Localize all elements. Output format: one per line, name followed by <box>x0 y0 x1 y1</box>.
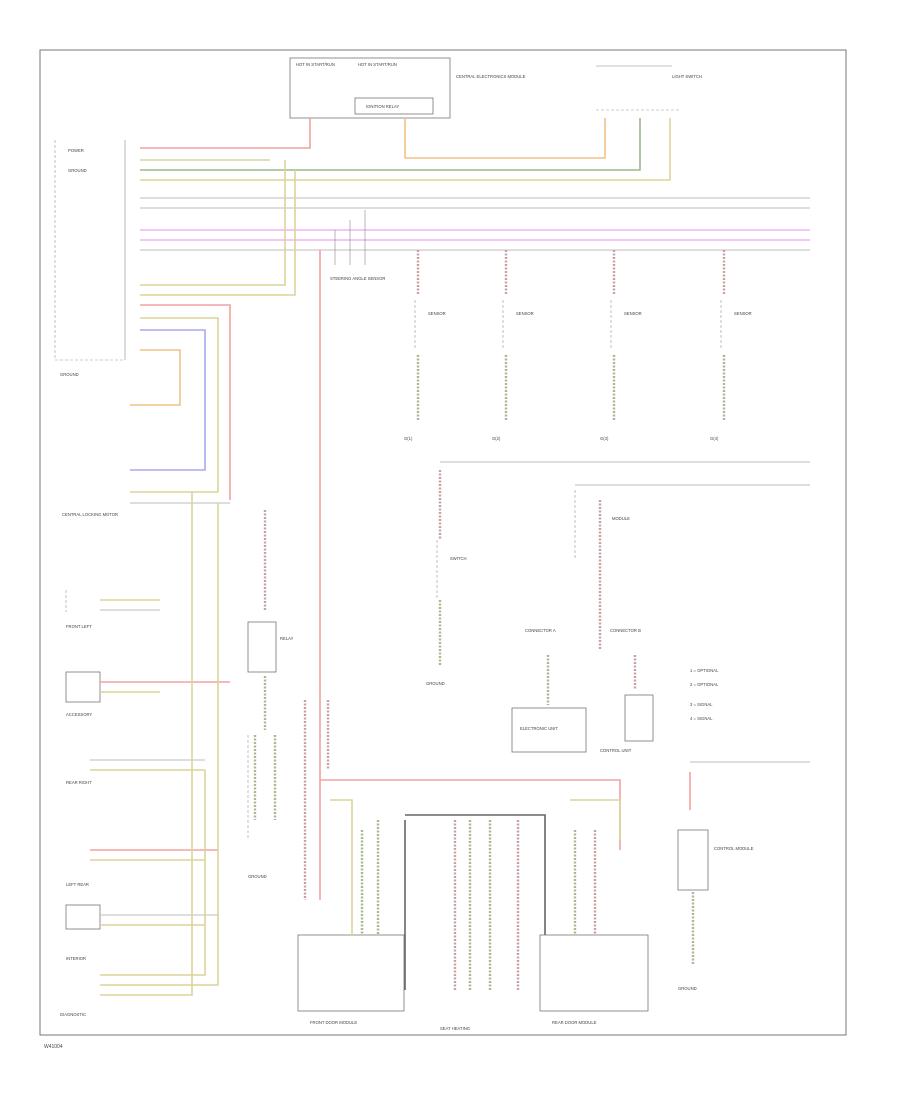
sensor-1-label: SENSOR <box>428 311 446 316</box>
right-control-module-label: CONTROL MODULE <box>714 846 754 851</box>
steering-sensor-label: STEERING ANGLE SENSOR <box>330 276 385 281</box>
right-conn-a: CONNECTOR A <box>525 628 556 633</box>
legend-item-1: 1 = OPTIONAL <box>690 668 719 673</box>
legend-item-3: 3 = SIGNAL <box>690 702 713 707</box>
electronic-unit-box <box>511 707 587 753</box>
top-fuse-label-1: HOT IN START/RUN <box>296 62 335 67</box>
sensor-3-label: SENSOR <box>624 311 642 316</box>
ground-sensor-2: G(2) <box>492 436 501 441</box>
wire-blue <box>130 329 206 471</box>
left-device-3: REAR RIGHT <box>66 780 92 785</box>
center-ground-label: GROUND <box>426 681 445 686</box>
left-devices: FRONT LEFT ACCESSORY REAR RIGHT LEFT REA… <box>60 492 230 1017</box>
mid-relay-box <box>247 621 277 673</box>
mid-ground-label: GROUND <box>248 874 267 879</box>
front-door-module-label: FRONT DOOR MODULE <box>310 1020 357 1025</box>
left-device-2: ACCESSORY <box>66 712 92 717</box>
left-device-1: FRONT LEFT <box>66 624 92 629</box>
steering-sensor: STEERING ANGLE SENSOR <box>330 210 385 281</box>
right-ground-label: GROUND <box>678 986 697 991</box>
legend-item-4: 4 = SIGNAL <box>690 716 713 721</box>
right-control-module-box <box>677 829 709 891</box>
left-device-4: LEFT REAR <box>66 882 89 887</box>
bottom-center-label: SEAT HEATING <box>440 1026 470 1031</box>
mid-relay-label: RELAY <box>280 636 294 641</box>
top-module-note: CENTRAL ELECTRONICS MODULE <box>456 74 526 79</box>
wire-top-orange <box>404 118 606 159</box>
rear-door-module-box <box>539 934 649 1012</box>
ground-sensor-1: G(1) <box>404 436 413 441</box>
legend-item-2: 2 = OPTIONAL <box>690 682 719 687</box>
ground-sensor-3: G(3) <box>600 436 609 441</box>
left-conn-label-2: GROUND <box>68 168 87 173</box>
figure-code: W41004 <box>44 1044 63 1050</box>
left-device-6: DIAGNOSTIC <box>60 1012 86 1017</box>
right-conn-b: CONNECTOR B <box>610 628 641 633</box>
control-unit-box <box>624 694 654 742</box>
center-switch-label: SWITCH <box>450 556 467 561</box>
ground-note-left: GROUND <box>60 372 79 377</box>
top-relay-label: IGNITION RELAY <box>366 104 399 109</box>
diagram-frame <box>39 49 847 1036</box>
sensor-column-3: SENSOR G(3) <box>600 250 642 441</box>
top-right-group-label: LIGHT SWITCH <box>672 74 702 79</box>
central-module-label: CENTRAL LOCKING MOTOR <box>62 512 118 517</box>
sensor-column-4: SENSOR G(4) <box>710 250 752 441</box>
left-conn-label-1: POWER <box>68 148 84 153</box>
sensor-2-label: SENSOR <box>516 311 534 316</box>
electronic-unit-label: ELECTRONIC UNIT <box>520 726 558 731</box>
top-fuse-block: HOT IN START/RUN HOT IN START/RUN IGNITI… <box>289 57 702 119</box>
right-module-label: MODULE <box>612 516 630 521</box>
ground-sensor-4: G(4) <box>710 436 719 441</box>
sensor-column-2: SENSOR G(2) <box>492 250 534 441</box>
top-fuse-label-2: HOT IN START/RUN <box>358 62 397 67</box>
sensor-4-label: SENSOR <box>734 311 752 316</box>
rear-door-module-label: REAR DOOR MODULE <box>552 1020 597 1025</box>
front-door-module-box <box>297 934 405 1012</box>
left-device-5: INTERIOR <box>66 956 86 961</box>
wire-top-red <box>140 118 311 149</box>
legend: 1 = OPTIONAL 2 = OPTIONAL 3 = SIGNAL 4 =… <box>690 668 719 721</box>
left-connector-block: POWER GROUND GROUND <box>54 140 126 377</box>
sensor-column-1: SENSOR G(1) <box>404 250 446 441</box>
control-unit-label: CONTROL UNIT <box>600 748 632 753</box>
